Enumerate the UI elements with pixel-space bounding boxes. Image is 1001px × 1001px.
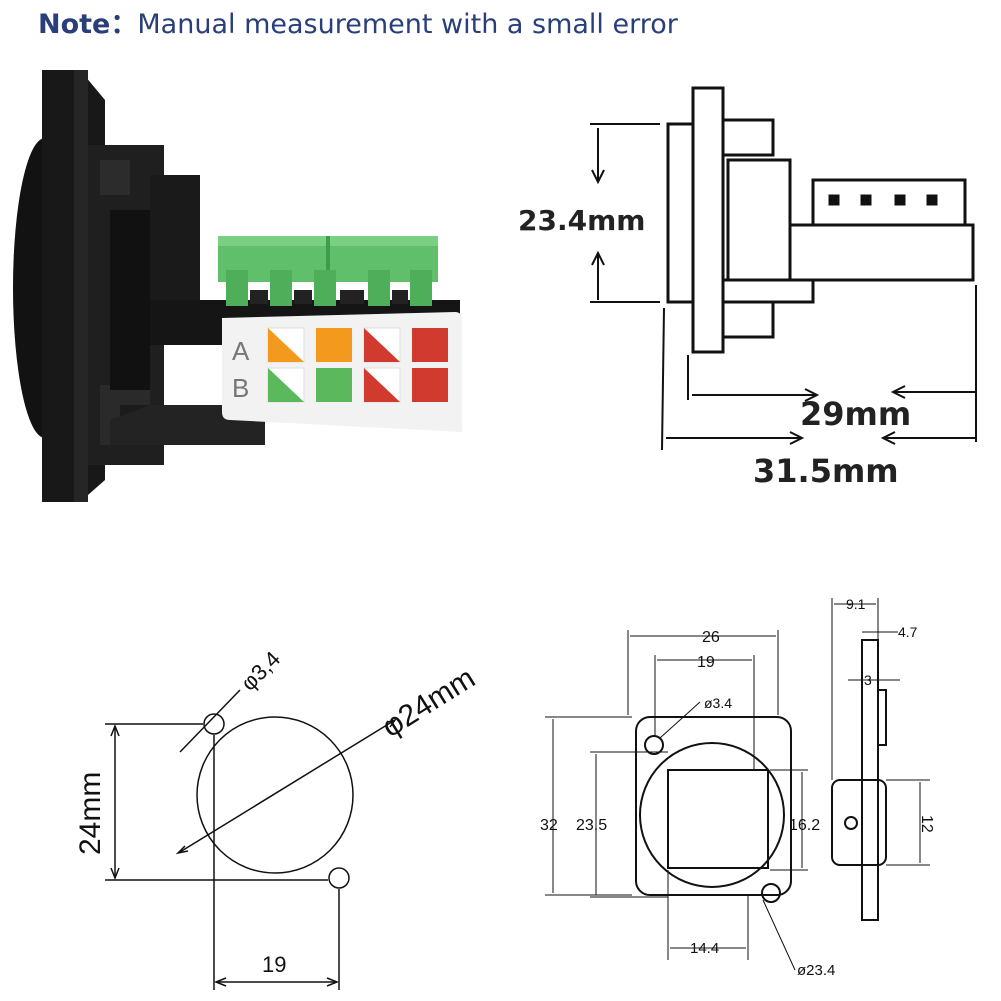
note-label: Note：: [38, 9, 138, 40]
side-view-dimensions: [590, 123, 977, 451]
note-text: Manual measurement with a small error: [137, 9, 678, 40]
side-view-drawing: [666, 86, 975, 354]
terminal-block: [218, 236, 438, 306]
panel-cutout-drawing: [105, 689, 397, 990]
cutout-height-label: 24mm: [74, 772, 107, 855]
front-height-outer-label: 32: [540, 817, 558, 834]
front-width-inner-label: 19: [697, 654, 715, 671]
side-height-label: 23.4mm: [518, 204, 645, 237]
front-view-drawing: [635, 716, 792, 903]
front-square-label: 16.2: [789, 817, 820, 834]
cutout-circle-label: φ24mm: [376, 661, 481, 743]
note-heading: Note：Manual measurement with a small err…: [38, 2, 678, 41]
front-circle-label: ø23.4: [797, 962, 835, 979]
profile-flange-label: 4.7: [898, 624, 918, 640]
cutout-hole-label: φ3,4: [236, 646, 285, 695]
front-width-outer-label: 26: [702, 629, 720, 646]
front-view-dimensions: [545, 630, 808, 971]
profile-view-dimensions: [831, 598, 930, 866]
side-depth-total-label: 31.5mm: [753, 452, 899, 490]
side-depth-inner-label: 29mm: [800, 395, 911, 433]
profile-height-label: 12: [918, 815, 935, 833]
front-height-inner-label: 23.5: [576, 817, 607, 834]
cutout-spacing-label: 19: [262, 952, 286, 977]
connector-photo: A B: [13, 70, 462, 502]
front-hole-label: ø3.4: [704, 695, 732, 711]
row-a-label: A: [232, 336, 250, 366]
profile-view-drawing: [831, 639, 887, 921]
row-b-label: B: [232, 373, 249, 403]
front-bottom-label: 14.4: [690, 940, 719, 957]
profile-total-label: 9.1: [846, 596, 866, 612]
profile-plate-label: 3: [864, 672, 872, 688]
color-code-label: A B: [222, 312, 462, 432]
